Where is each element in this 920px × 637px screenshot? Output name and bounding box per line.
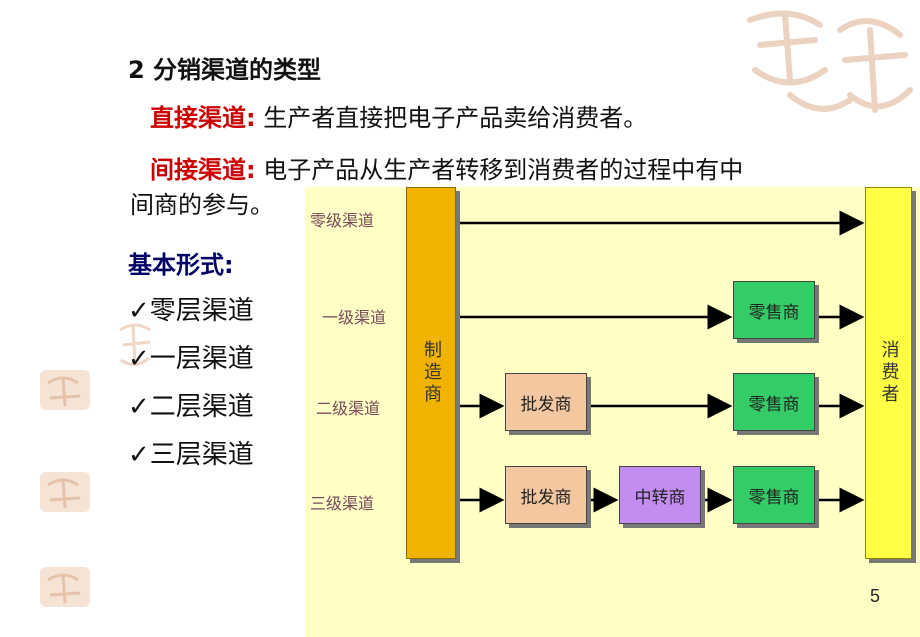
indirect-channel-label: 间接渠道: [150,156,256,184]
slide-title: 2 分销渠道的类型 [128,56,322,84]
row-label-two: 二级渠道 [316,399,381,418]
decorative-seal-small-2 [38,470,93,519]
agent-box-row3: 中转商 [619,466,701,524]
wholesaler-box-row3: 批发商 [505,466,587,524]
wholesaler-box-row2: 批发商 [505,373,587,431]
list-item: ✓零层渠道 [128,296,254,326]
direct-channel-line: 直接渠道: 生产者直接把电子产品卖给消费者。 [150,98,647,133]
decorative-seal-large [730,0,920,130]
manufacturer-bar: 制造商 [406,187,456,559]
decorative-seal-small-3 [38,565,93,614]
seal-graphic [747,10,913,113]
retailer-box-row1: 零售商 [733,281,815,339]
decorative-seal-small-4 [115,320,155,374]
retailer-box-row2: 零售商 [733,373,815,431]
indirect-channel-text-2: 间商的参与。 [130,191,274,219]
row-label-zero: 零级渠道 [310,211,375,230]
direct-channel-label: 直接渠道: [150,104,256,132]
direct-channel-text: 生产者直接把电子产品卖给消费者。 [263,104,648,132]
decorative-seal-small-1 [38,368,93,417]
page-number: 5 [870,586,881,606]
consumer-bar: 消费者 [865,187,912,559]
indirect-channel-text-1: 电子产品从生产者转移到消费者的过程中有中 [263,156,744,184]
retailer-box-row3: 零售商 [733,466,815,524]
list-item: ✓二层渠道 [128,392,254,422]
list-item: ✓三层渠道 [128,440,254,470]
row-label-three: 三级渠道 [310,494,375,513]
row-label-one: 一级渠道 [322,308,387,327]
list-item: ✓一层渠道 [128,344,254,374]
basic-forms-heading: 基本形式: [128,251,234,279]
indirect-channel-line: 间接渠道: 电子产品从生产者转移到消费者的过程中有中 [150,150,743,185]
